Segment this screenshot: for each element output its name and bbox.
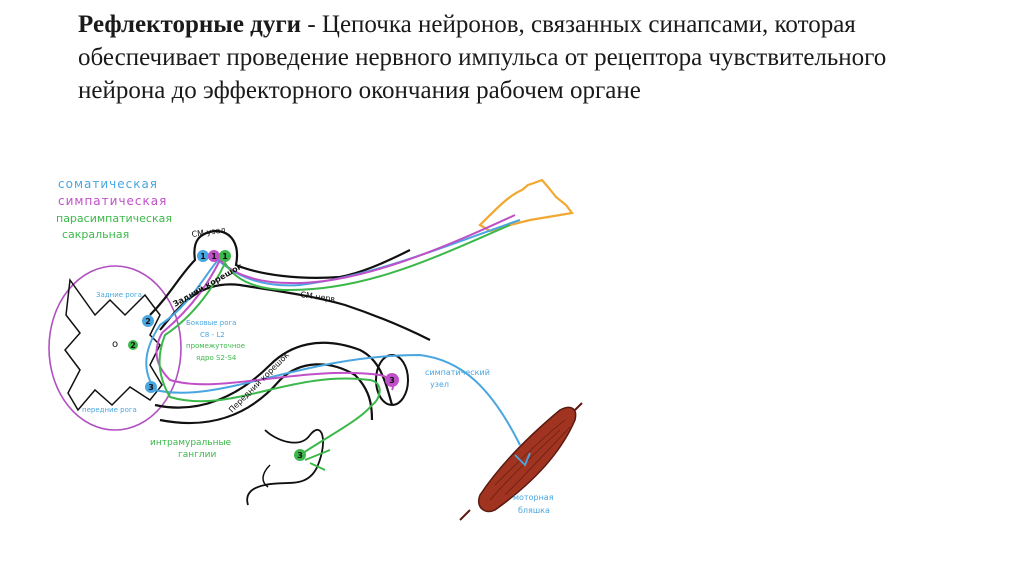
neuron-2b-label: 2 [130,341,136,350]
ganglion-outline [149,229,411,316]
gut-wall-2 [262,464,271,488]
neuron-3c [294,449,306,461]
label-motor: моторная [513,493,554,502]
slide-heading: Рефлекторные дуги - Цепочка нейронов, св… [78,8,978,107]
heading-term: Рефлекторные дуги [78,11,302,38]
neuron-2a [142,315,154,327]
spinal-cord-section [48,265,182,431]
label-motor-2: бляшка [518,506,550,515]
neuron-2b [128,340,138,350]
neuron-3b [385,373,399,387]
label-anterior-horn: передние рога [82,406,137,414]
label-lateral-horn-range: C8 - L2 [200,331,225,339]
gut-wall [246,428,324,506]
motor-plate [514,452,531,467]
label-sympathetic-node-2: узел [430,380,449,389]
hand-receptor [478,178,574,233]
neuron-1a [197,250,209,262]
legend-sympathetic: симпатическая [58,194,167,208]
label-nerve: СМ нерв [300,290,336,304]
sympathetic-path [155,214,516,391]
neuron-3c-label: 3 [297,451,303,460]
grey-matter-outline [64,277,163,412]
label-intermediate-range: ядро S2-S4 [196,354,237,362]
label-ganglion: СМ узел [191,225,226,239]
neuron-3a [145,381,157,393]
parasympathetic-path [158,224,511,456]
legend-somatic: соматическая [58,177,158,191]
central-canal: o [112,339,118,350]
anterior-root-outline-2 [159,363,374,425]
neuron-2a-label: 2 [145,317,151,326]
intramural-branch [304,449,331,471]
neuron-1b [208,250,220,262]
label-intramural-2: ганглии [178,450,216,460]
label-lateral-horn: Боковые рога [186,319,236,327]
label-intermediate: промежуточное [186,342,245,350]
neuron-1c-label: 1 [222,252,228,261]
heading-definition: Цепочка нейронов, связанных синапсами, к… [78,11,887,104]
neuron-1c [219,250,231,262]
reflex-arc-diagram: соматическая симпатическая парасимпатиче… [48,177,583,521]
legend-sacral: сакральная [62,228,129,241]
neuron-3a-label: 3 [148,383,154,392]
neuron-1b-label: 1 [211,252,217,261]
label-intramural: интрамуральные [150,438,232,448]
neuron-3b-label: 3 [389,376,395,385]
neuron-1a-label: 1 [200,252,206,261]
legend-parasympathetic: парасимпатическая [56,212,172,225]
label-posterior-horn: Задние рога [96,291,142,299]
label-sympathetic-node: симпатический [425,368,490,377]
heading-separator: - [301,11,322,38]
